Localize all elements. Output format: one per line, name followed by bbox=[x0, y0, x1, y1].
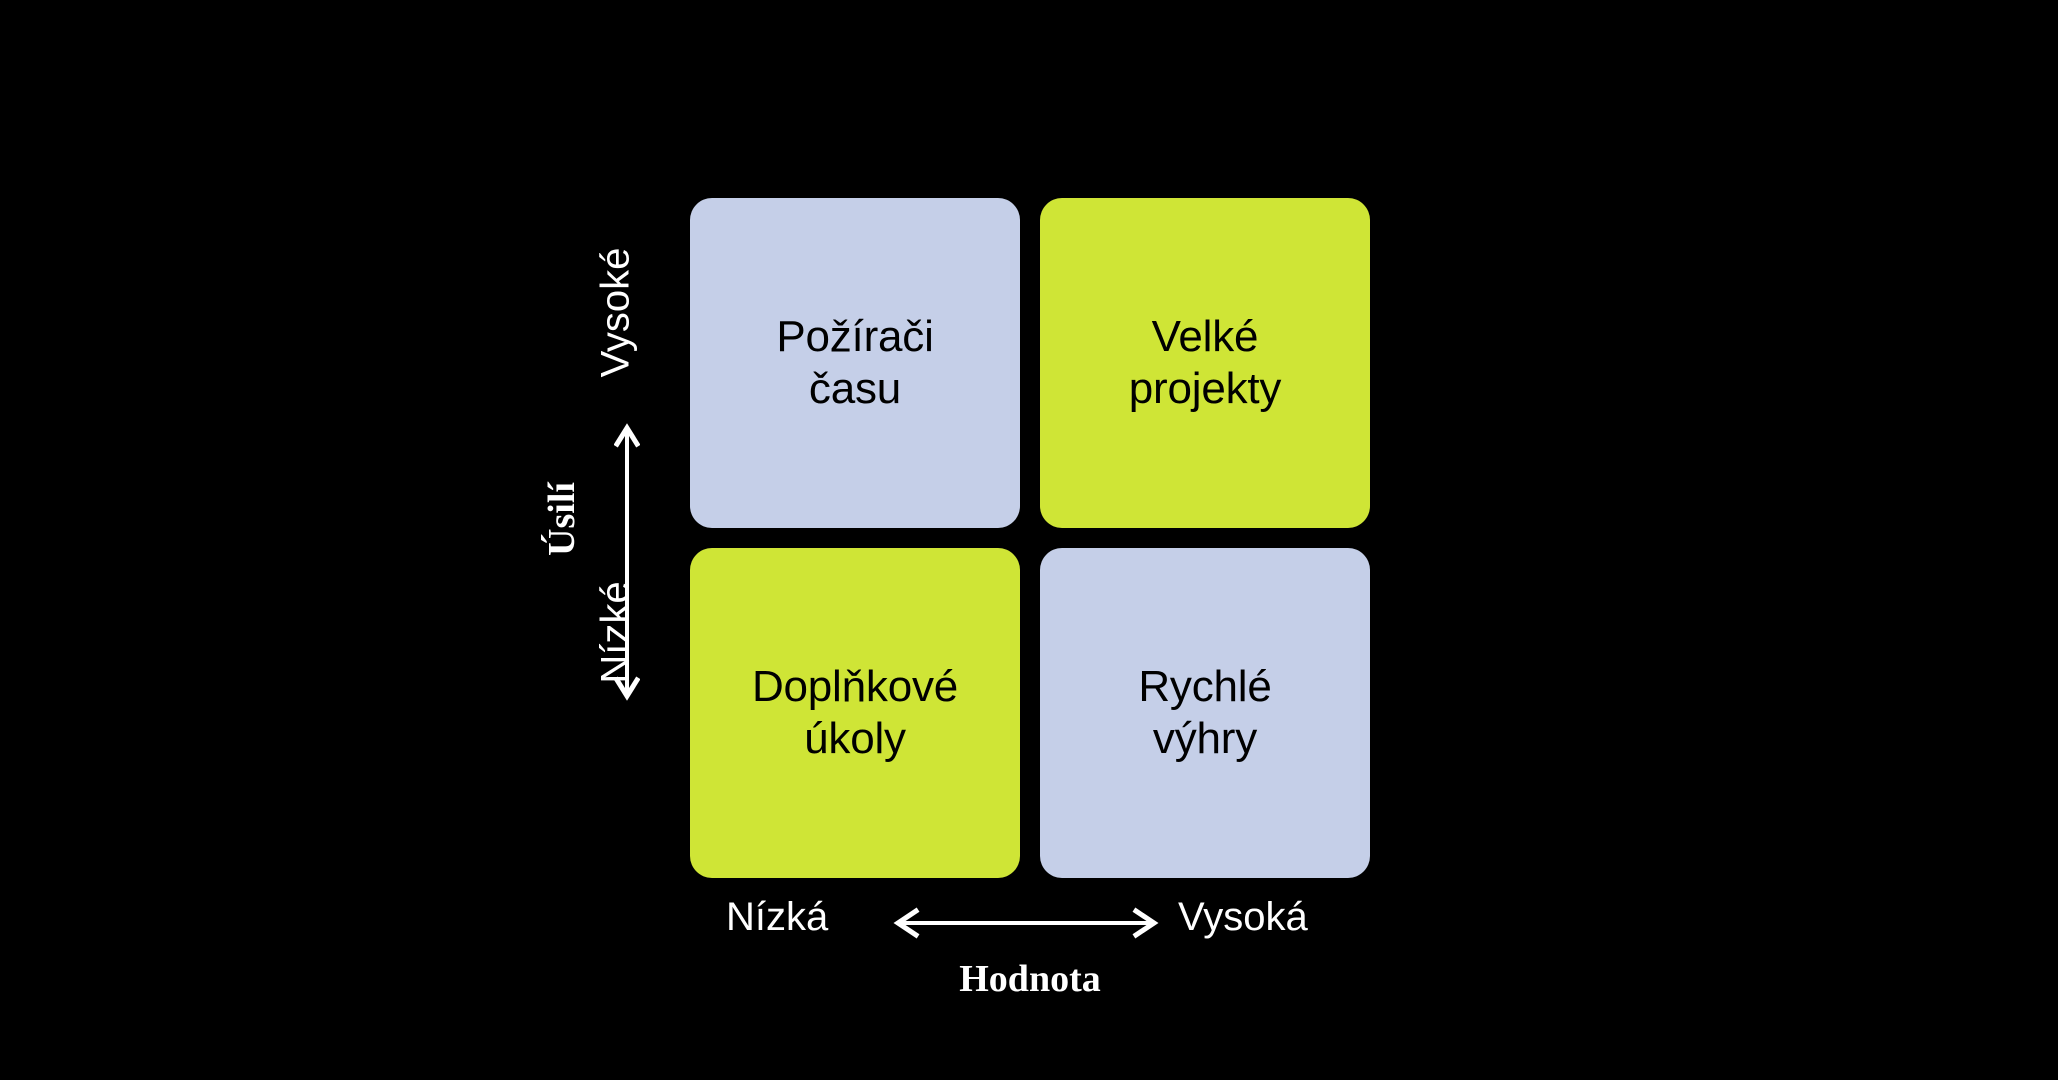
quadrant-fill-in-tasks[interactable]: Doplňkové úkoly bbox=[690, 548, 1020, 878]
y-axis: Vysoké Nízké Úsilí bbox=[520, 190, 680, 890]
quadrant-quick-wins[interactable]: Rychlé výhry bbox=[1040, 548, 1370, 878]
x-axis-double-arrow-icon bbox=[893, 907, 1159, 939]
quadrant-time-wasters[interactable]: Požírači času bbox=[690, 198, 1020, 528]
y-axis-title: Úsilí bbox=[541, 482, 583, 556]
quadrant-label: Doplňkové úkoly bbox=[751, 662, 959, 763]
quadrant-label: Rychlé výhry bbox=[1138, 662, 1272, 763]
quadrant-label: Velké projekty bbox=[1128, 312, 1282, 413]
quadrant-big-projects[interactable]: Velké projekty bbox=[1040, 198, 1370, 528]
y-axis-double-arrow-icon bbox=[614, 423, 640, 701]
x-axis-high-label: Vysoká bbox=[1178, 895, 1308, 939]
quadrant-label: Požírači času bbox=[776, 312, 934, 413]
x-axis-title: Hodnota bbox=[959, 958, 1101, 1000]
y-axis-high-label: Vysoké bbox=[593, 247, 638, 378]
priority-matrix: Požírači času Velké projekty Doplňkové ú… bbox=[690, 198, 1370, 878]
x-axis: Nízká Vysoká Hodnota bbox=[690, 895, 1370, 1015]
x-axis-low-label: Nízká bbox=[726, 895, 829, 939]
